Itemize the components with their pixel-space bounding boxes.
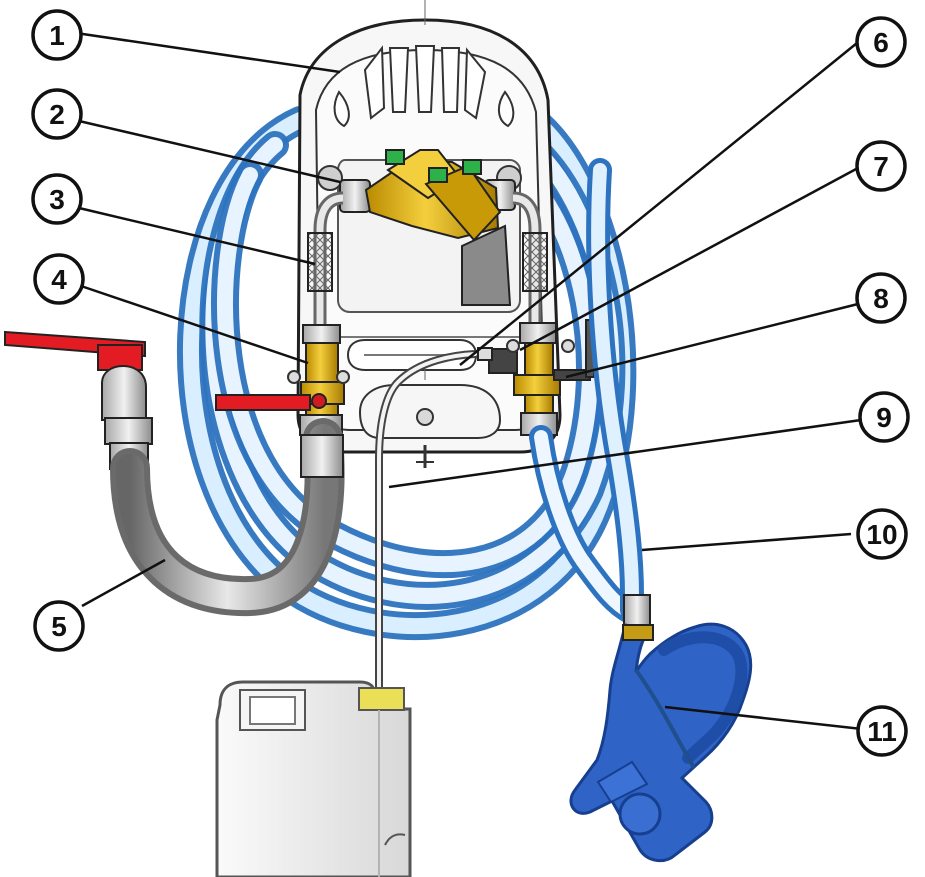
cabinet-vents — [333, 45, 515, 128]
callout-circle — [858, 391, 910, 443]
supply-line — [4, 330, 345, 617]
callout-3: 3 — [31, 173, 83, 225]
callout-4: 4 — [33, 253, 85, 305]
callout-1: 1 — [31, 9, 83, 61]
callout-circle — [856, 508, 908, 560]
callout-label: 4 — [51, 264, 67, 295]
braided-connectors — [307, 191, 548, 325]
callout-6: 6 — [855, 16, 907, 68]
callout-label: 1 — [49, 20, 65, 51]
callout-circle — [855, 272, 907, 324]
callout-2: 2 — [31, 88, 83, 140]
spray-nozzle — [569, 622, 753, 863]
callout-11: 11 — [856, 705, 908, 757]
callout-circle — [33, 253, 85, 305]
callout-label: 3 — [49, 184, 65, 215]
filter-assembly — [317, 149, 522, 306]
callout-5: 5 — [33, 600, 85, 652]
wall-cabinet — [296, 0, 562, 468]
callout-10: 10 — [856, 508, 908, 560]
callout-circle — [855, 140, 907, 192]
callout-circle — [31, 9, 83, 61]
callout-label: 10 — [866, 519, 897, 550]
callout-label: 7 — [873, 151, 889, 182]
callout-8: 8 — [855, 272, 907, 324]
callout-circle — [31, 173, 83, 225]
callout-label: 5 — [51, 611, 67, 642]
callout-9: 9 — [858, 391, 910, 443]
dosing-tube — [375, 347, 493, 877]
callout-circle — [855, 16, 907, 68]
callout-label: 2 — [49, 99, 65, 130]
leader-lines — [75, 31, 863, 731]
callout-label: 11 — [867, 716, 897, 747]
coiled-hose — [176, 106, 637, 641]
callout-circle — [31, 88, 83, 140]
callout-7: 7 — [855, 140, 907, 192]
chemical-canister — [215, 680, 412, 877]
callout-circle — [33, 600, 85, 652]
outlet-hose — [529, 158, 651, 629]
callout-label: 9 — [876, 402, 892, 433]
callout-circle — [856, 705, 908, 757]
callout-label: 6 — [873, 27, 889, 58]
callout-label: 8 — [873, 283, 889, 314]
